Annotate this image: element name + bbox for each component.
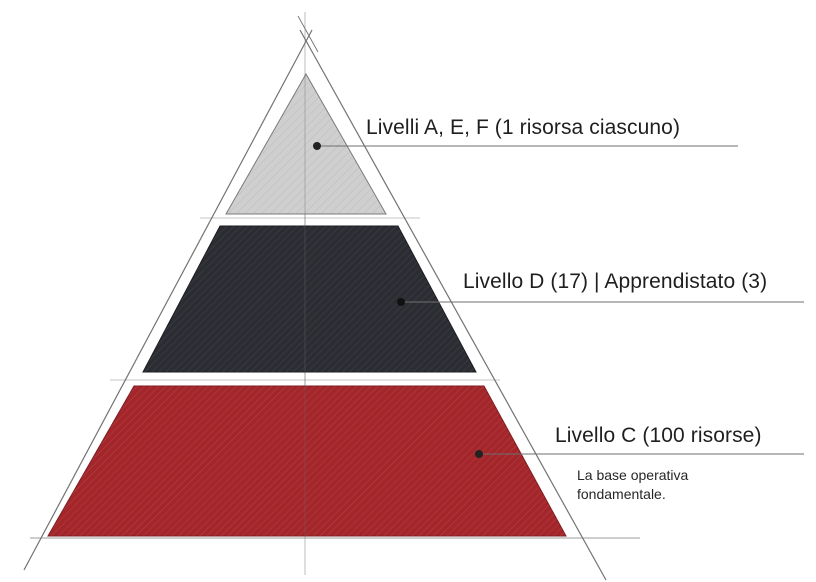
leader-dot-bottom [475, 450, 483, 458]
tier-bottom-shading [48, 386, 566, 536]
tier-middle-shading [143, 226, 476, 372]
leader-bottom [475, 450, 804, 458]
left-edge-line [23, 29, 313, 571]
leader-dot-middle [397, 298, 405, 306]
leader-top [313, 142, 738, 150]
leader-middle [397, 298, 804, 306]
tier-middle [142, 225, 477, 373]
tier-bottom [47, 385, 567, 537]
top-cross-line [297, 15, 319, 53]
tier-bottom-description: La base operativa fondamentale. [577, 467, 689, 502]
tier-middle-label: Livello D (17) | Apprendistato (3) [463, 270, 768, 293]
tier-bottom-label: Livello C (100 risorse) [555, 424, 762, 447]
right-edge-line [299, 29, 607, 581]
tier-top [225, 72, 387, 215]
tier-top-shading [226, 74, 386, 214]
tier-top-label: Livelli A, E, F (1 risorsa ciascuno) [366, 116, 681, 139]
leader-dot-top [313, 142, 321, 150]
